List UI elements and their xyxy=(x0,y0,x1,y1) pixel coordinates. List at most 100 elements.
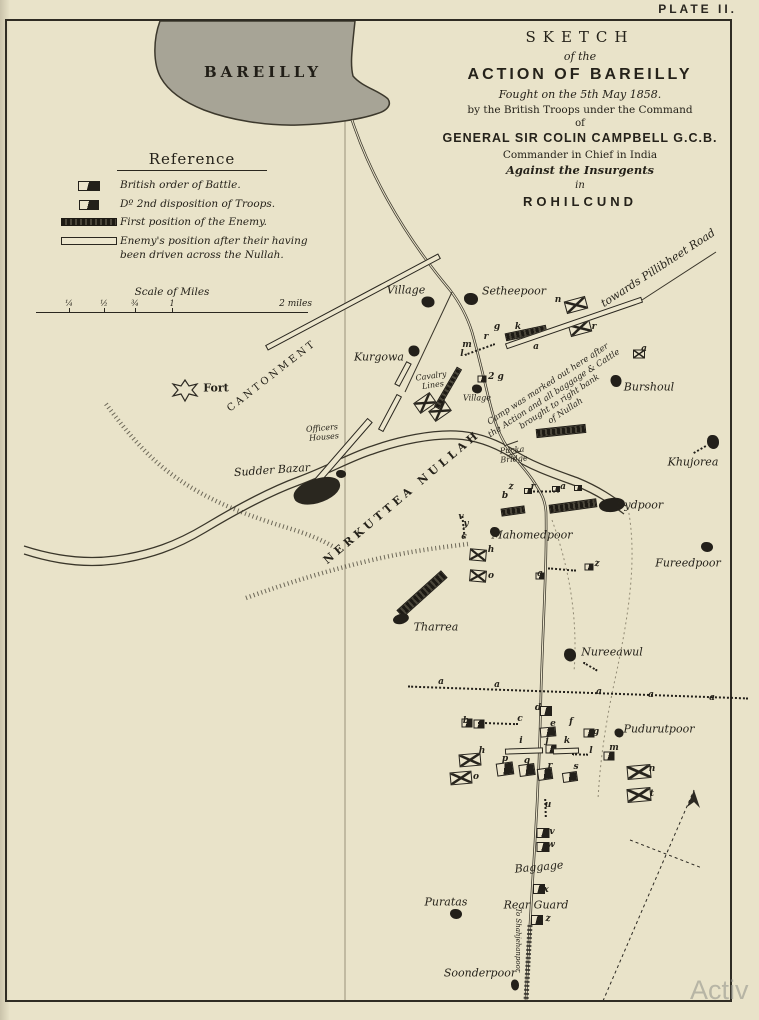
legend-symbol-wrap xyxy=(58,181,120,191)
map-path-p-thin xyxy=(503,440,522,457)
unit-symbol-sq xyxy=(536,842,550,852)
unit-symbol-flag xyxy=(469,569,487,583)
map-letter: j xyxy=(545,736,549,746)
unit-symbol-sq xyxy=(524,488,532,494)
title-line: ROHILCUND xyxy=(523,194,637,209)
map-label: Soonderpoor xyxy=(443,966,517,980)
map-letter: x xyxy=(543,885,549,895)
map-label: To Shahjehanpoor xyxy=(514,907,522,973)
legend-item: Dº 2nd disposition of Troops. xyxy=(58,198,326,212)
title-line: Fought on the 5th May 1858. xyxy=(498,88,662,101)
scale-tick-label: ¼ xyxy=(65,299,73,308)
map-path-p-solid xyxy=(687,790,700,808)
map-label: BAREILLY xyxy=(203,63,323,81)
unit-symbol-blob xyxy=(701,542,713,552)
unit-symbol-blob xyxy=(564,648,576,662)
legend-item: First position of the Enemy. xyxy=(58,216,326,230)
unit-symbol-blob xyxy=(610,375,622,387)
map-path-p-roadcore xyxy=(471,331,547,1002)
map-letter: a xyxy=(641,344,647,354)
map-label: Burshoul xyxy=(623,380,675,394)
scale-tick-label: ¾ xyxy=(131,299,139,308)
unit-symbol-dots xyxy=(571,753,589,757)
scale-end-label: 2 miles xyxy=(279,299,312,309)
map-letter: g xyxy=(493,322,501,332)
map-path-p-scrub xyxy=(104,402,336,549)
legend-symbol-u-sq xyxy=(79,199,99,210)
map-path-p-cswy xyxy=(523,924,533,1002)
scale-tick-label: ½ xyxy=(100,299,108,308)
map-letter: a xyxy=(648,690,654,700)
title-line: ACTION OF BAREILLY xyxy=(467,66,693,83)
legend-symbol-u-ebar xyxy=(61,218,117,227)
map-label: Nureeawul xyxy=(581,645,643,659)
map-label: Village xyxy=(386,283,426,297)
map-letter: e xyxy=(550,719,556,729)
map-letter: z xyxy=(508,482,514,492)
unit-symbol-sq xyxy=(533,884,545,894)
scale-label: Scale of Miles xyxy=(134,286,210,298)
unit-symbol-flag xyxy=(449,770,473,786)
map-letter: a xyxy=(596,687,602,697)
title-line: SKETCH xyxy=(525,28,635,46)
map-letter: z xyxy=(594,559,600,569)
title-line: GENERAL SIR COLIN CAMPBELL G.C.B. xyxy=(442,131,718,145)
unit-symbol-sq xyxy=(531,915,543,925)
unit-symbol-blob xyxy=(511,979,519,991)
map-letter: v xyxy=(458,512,464,522)
plate-number: PLATE II. xyxy=(658,2,737,16)
map-letter: a xyxy=(494,680,500,690)
unit-symbol-sq xyxy=(461,718,473,728)
title-line: in xyxy=(575,180,585,191)
unit-symbol-sq xyxy=(583,728,595,738)
map-letter: b xyxy=(501,491,509,501)
unit-symbol-blob xyxy=(450,909,462,919)
map-letter: a xyxy=(560,482,566,492)
scale-tick-mark xyxy=(172,308,173,313)
map-letter: l xyxy=(460,349,464,359)
map-letter: o xyxy=(472,772,480,782)
title-line: of xyxy=(575,118,585,129)
title-line: Against the Insurgents xyxy=(505,163,655,177)
map-letter: r xyxy=(591,322,597,332)
map-letter: l xyxy=(589,746,593,756)
map-path-p-track xyxy=(597,507,633,801)
watermark-text: Activ xyxy=(690,975,749,1005)
unit-symbol-sq xyxy=(574,485,582,491)
unit-symbol-sq xyxy=(477,375,487,383)
map-letter: r xyxy=(547,761,553,771)
map-label: Village xyxy=(463,393,491,403)
map-path-p-town xyxy=(154,20,391,126)
map-letter: a xyxy=(537,569,543,579)
map-label: Fort xyxy=(203,381,229,395)
title-line: of the xyxy=(563,50,597,63)
map-letter: c xyxy=(461,532,467,542)
unit-symbol-blob xyxy=(490,527,500,537)
map-label: Tharrea xyxy=(413,620,459,634)
unit-symbol-sq xyxy=(603,751,615,761)
unit-symbol-dots xyxy=(533,490,559,494)
map-letter: n xyxy=(554,295,562,305)
map-letter: a xyxy=(438,677,444,687)
map-letter: n xyxy=(648,764,656,774)
map-label: Fureedpoor xyxy=(655,556,721,570)
map-letter: m xyxy=(609,743,619,753)
map-path-p-star xyxy=(171,378,199,403)
unit-symbol-sq xyxy=(584,563,594,571)
unit-symbol-sq xyxy=(561,771,579,783)
scale-tick-mark xyxy=(104,308,105,313)
unit-symbol-sq xyxy=(540,706,552,716)
map-label: Mahomedpoor xyxy=(491,528,573,542)
map-label: Rear Guard xyxy=(503,898,569,912)
unit-symbol-blob xyxy=(408,345,420,357)
map-path-p-compass xyxy=(602,789,695,1002)
reference-legend: Reference British order of Battle.Dº 2nd… xyxy=(58,150,326,267)
legend-symbol-u-sq xyxy=(78,181,100,191)
title-line: by the British Troops under the Command xyxy=(467,104,693,116)
map-letter: o xyxy=(487,571,495,581)
map-letter: a xyxy=(709,693,715,703)
unit-symbol-blob xyxy=(472,384,482,394)
map-letter: f xyxy=(569,717,573,727)
map-letter: h xyxy=(487,545,495,555)
